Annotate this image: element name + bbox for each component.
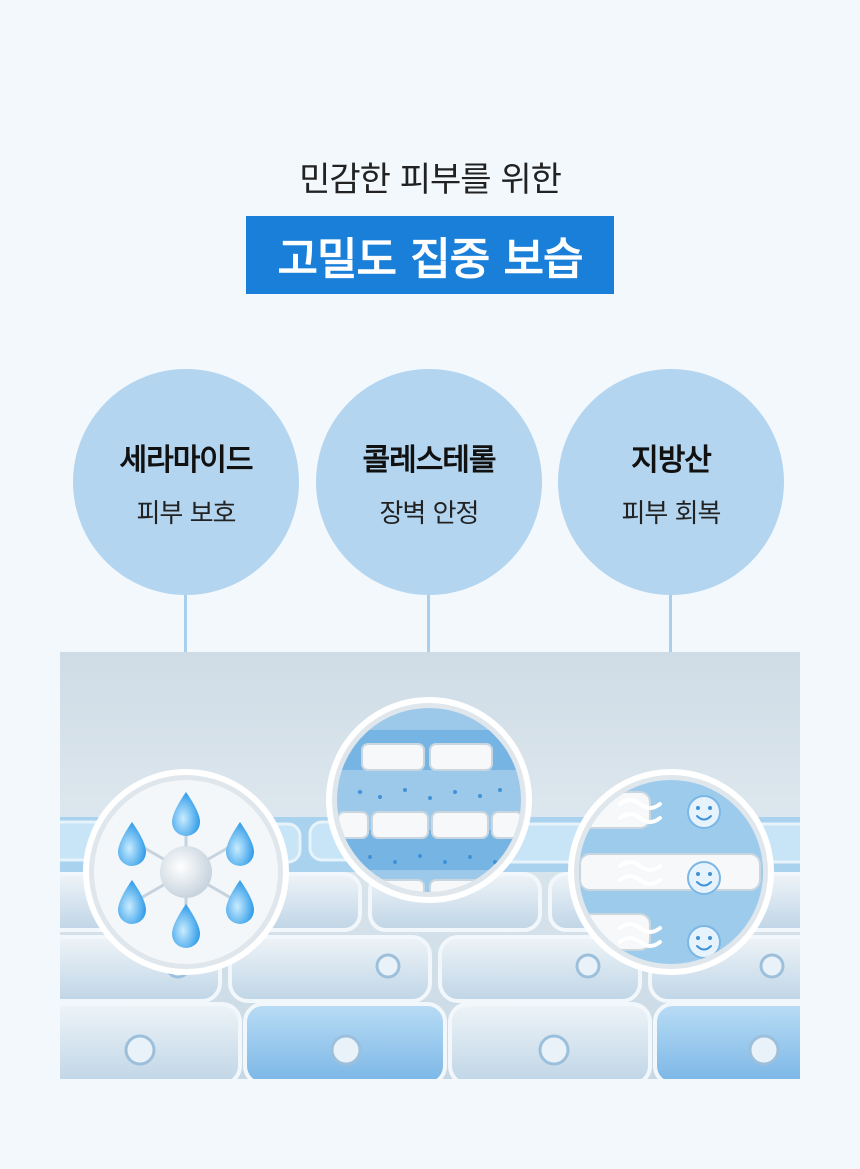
ingredient-name: 콜레스테롤: [362, 442, 497, 478]
ingredient-benefit: 피부 보호: [136, 498, 237, 529]
ingredient-name: 세라마이드: [119, 442, 254, 478]
ingredient-benefit: 피부 회복: [621, 498, 722, 529]
ingredient-benefit: 장벽 안정: [379, 498, 480, 529]
water-drops-icon: [83, 769, 289, 975]
ingredient-bubble-cholesterol: 콜레스테롤 장벽 안정: [316, 369, 542, 595]
ingredient-bubble-fatty-acid: 지방산 피부 회복: [558, 369, 784, 595]
page-title: 고밀도 집중 보습: [246, 216, 614, 294]
skin-barrier-illustration: [60, 652, 800, 1079]
brick-barrier-icon: [326, 697, 532, 903]
ingredient-name: 지방산: [631, 442, 712, 478]
page-subtitle: 민감한 피부를 위한: [299, 160, 562, 200]
ingredient-bubble-ceramide: 세라마이드 피부 보호: [73, 369, 299, 595]
smiling-cells-icon: [568, 769, 774, 975]
